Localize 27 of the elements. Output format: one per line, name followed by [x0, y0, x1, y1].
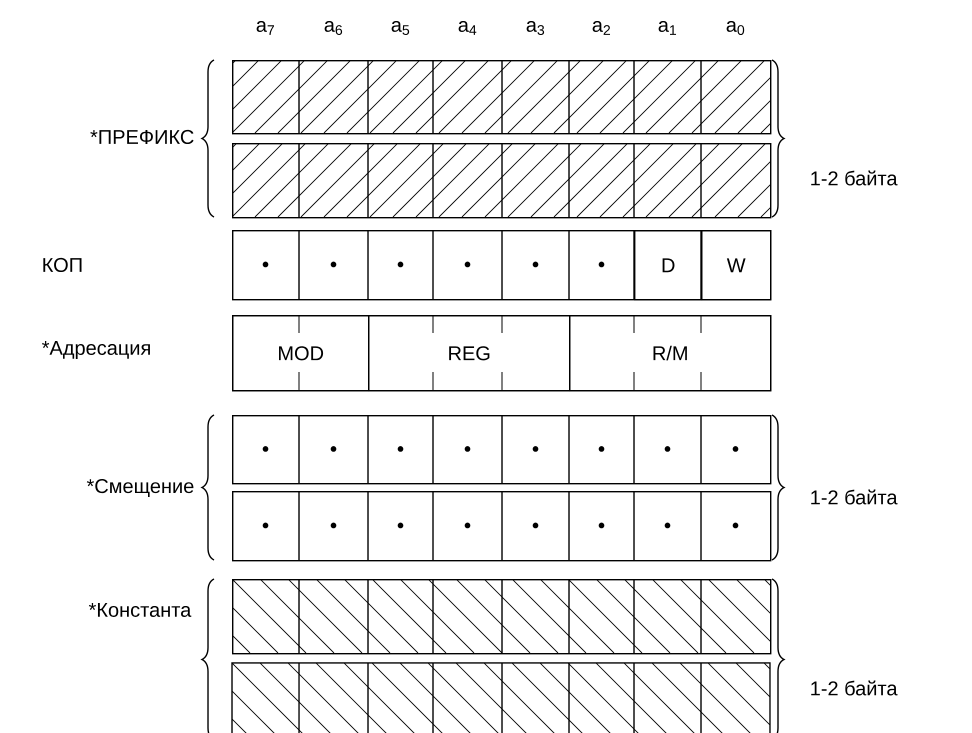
bit-field: MOD — [232, 315, 370, 392]
hatched-byte-box — [232, 59, 772, 134]
field-name: *ПРЕФИКС — [90, 130, 194, 144]
hatched-byte-box — [232, 578, 772, 654]
bit-label: a$_{6}$ — [324, 20, 342, 35]
bit-label: a$_{7}$ — [256, 21, 274, 35]
byte-count-label: 1-2 байта — [811, 680, 898, 696]
byte-count-label: 1-2 байта — [811, 489, 898, 504]
field-name: *Смещение — [86, 479, 194, 497]
bit-field: REG — [368, 315, 570, 392]
bit-label: a$_{3}$ — [526, 20, 544, 35]
bit-field: W — [701, 230, 772, 300]
bit-label: a$_{1}$ — [658, 21, 676, 35]
bit-label: a$_{4}$ — [458, 21, 476, 35]
field-name: КОП — [43, 258, 82, 272]
field-name: *Адресация — [42, 341, 150, 359]
bit-field: D — [634, 230, 702, 300]
hatched-byte-box — [232, 142, 772, 218]
byte-box — [232, 414, 772, 484]
bit-label: a$_{0}$ — [726, 20, 744, 35]
bit-label: a$_{5}$ — [392, 20, 410, 35]
field-name: *Константа — [88, 603, 192, 617]
bit-label: a$_{2}$ — [592, 21, 610, 35]
bit-field: R/M — [569, 315, 772, 392]
byte-box — [232, 490, 772, 562]
hatched-byte-box — [231, 662, 771, 733]
byte-count-label: 1-2 байта — [811, 170, 898, 186]
